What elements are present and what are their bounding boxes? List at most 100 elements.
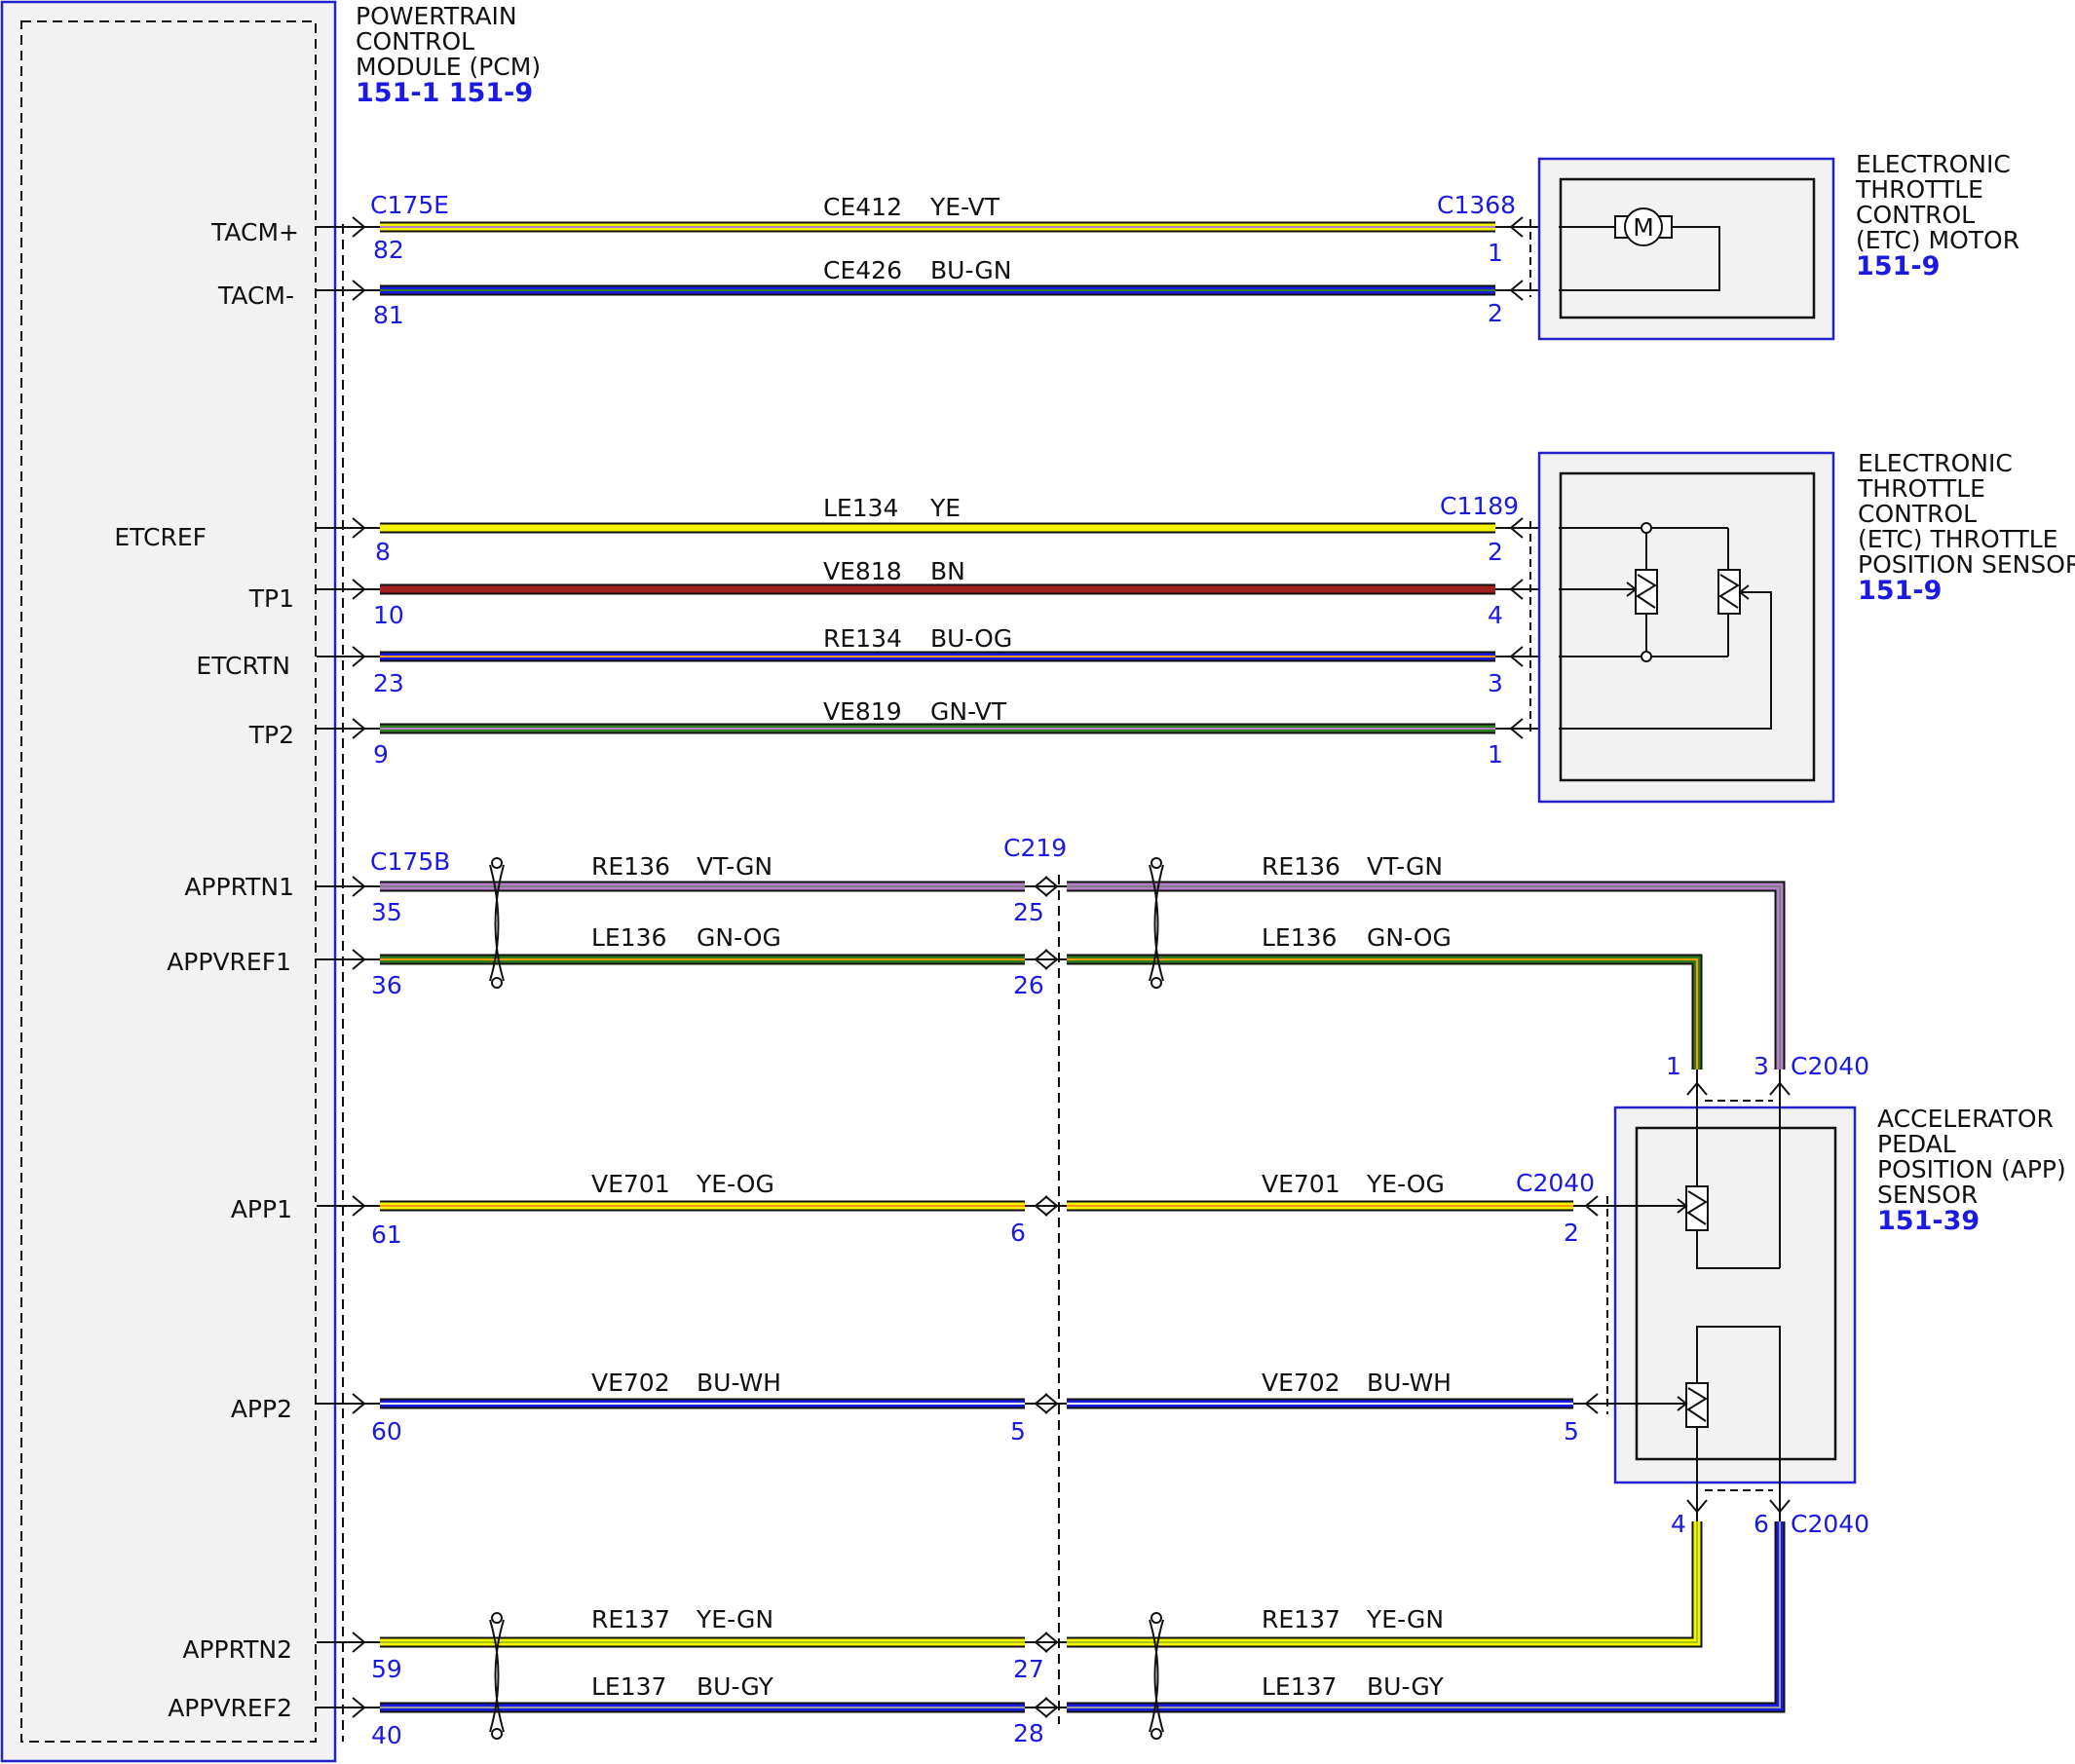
svg-text:4: 4 [1671,1510,1686,1538]
connector-c2040-mid: C2040 [1516,1169,1595,1197]
wire-le137-right [1067,1521,1786,1713]
svg-text:28: 28 [1013,1719,1044,1747]
svg-text:1: 1 [1666,1052,1681,1080]
pcm-pin-etcref: ETCREF [114,523,207,551]
svg-text:VT-GN: VT-GN [1367,852,1443,881]
wire-circuit: CE412 [823,193,902,221]
pcm-pin-labels: TACM+ TACM- ETCREF TP1 ETCRTN TP2 APPRTN… [114,218,299,1722]
svg-text:CONTROL: CONTROL [1856,201,1975,229]
svg-text:VE701: VE701 [591,1170,670,1198]
etc-tps-title: ELECTRONIC THROTTLE CONTROL (ETC) THROTT… [1857,449,2075,606]
svg-text:LE136: LE136 [1262,923,1337,952]
wire-color: BU-GN [930,256,1011,284]
svg-text:GN-OG: GN-OG [1367,923,1452,952]
svg-text:VE702: VE702 [591,1369,670,1397]
svg-text:POSITION SENSOR: POSITION SENSOR [1858,550,2075,579]
svg-text:CONTROL: CONTROL [1858,500,1977,528]
wire-circuit: CE426 [823,256,902,284]
pcm-pin-tp1: TP1 [248,584,294,613]
svg-text:ACCELERATOR: ACCELERATOR [1877,1105,2054,1133]
twisted-pair-icons [489,857,1164,1740]
svg-text:8: 8 [375,538,391,566]
svg-text:36: 36 [371,971,402,999]
svg-text:ELECTRONIC: ELECTRONIC [1858,449,2013,477]
wire-circuit: VE819 [823,697,902,726]
svg-text:YE-OG: YE-OG [696,1170,774,1198]
svg-text:3: 3 [1754,1052,1769,1080]
svg-text:4: 4 [1488,601,1503,629]
svg-text:82: 82 [373,236,404,264]
svg-text:151-1 151-9: 151-1 151-9 [356,78,533,108]
svg-text:81: 81 [373,301,404,329]
pcm-pin-apprtn1: APPRTN1 [184,873,294,901]
svg-text:RE137: RE137 [591,1605,670,1633]
wire-circuit: VE818 [823,557,902,585]
svg-text:1: 1 [1488,239,1503,267]
svg-text:5: 5 [1010,1417,1026,1445]
svg-text:40: 40 [371,1721,402,1749]
svg-text:SENSOR: SENSOR [1877,1181,1978,1209]
connector-c219: C219 [1003,834,1067,862]
svg-text:VE702: VE702 [1262,1369,1340,1397]
svg-text:6: 6 [1010,1219,1026,1247]
svg-text:POWERTRAIN: POWERTRAIN [356,2,517,30]
svg-text:6: 6 [1754,1510,1769,1538]
c2040-pin-numbers: 3 1 2 5 4 6 [1564,1052,1769,1538]
svg-text:LE137: LE137 [591,1672,666,1701]
pcm-pin-app2: APP2 [231,1395,292,1423]
svg-text:3: 3 [1488,669,1503,697]
pcm-module [0,0,344,1763]
svg-text:25: 25 [1013,898,1044,926]
svg-text:POSITION (APP): POSITION (APP) [1877,1155,2066,1183]
svg-text:9: 9 [373,740,389,769]
svg-text:YE-GN: YE-GN [696,1605,773,1633]
pcm-pin-apprtn2: APPRTN2 [182,1635,292,1664]
svg-text:BU-GY: BU-GY [697,1672,774,1701]
svg-text:BU-WH: BU-WH [697,1369,781,1397]
svg-text:59: 59 [371,1655,402,1683]
svg-text:VT-GN: VT-GN [697,852,773,881]
svg-text:151-9: 151-9 [1858,576,1942,606]
svg-text:27: 27 [1013,1655,1044,1683]
wire-re137-right [1067,1521,1703,1648]
svg-text:BU-WH: BU-WH [1367,1369,1452,1397]
app-sensor-title: ACCELERATOR PEDAL POSITION (APP) SENSOR … [1877,1105,2066,1236]
svg-text:35: 35 [371,898,402,926]
svg-text:2: 2 [1488,538,1503,566]
svg-text:(ETC) THROTTLE: (ETC) THROTTLE [1858,525,2057,553]
pcm-pin-app1: APP1 [231,1195,292,1223]
motor-icon [1624,207,1663,246]
top-wire-labels: CE412 YE-VT CE426 BU-GN LE134 YE VE818 B… [823,193,1012,726]
svg-text:2: 2 [1488,299,1503,327]
pcm-terminals [317,216,380,1718]
wire-circuit: RE134 [823,624,902,653]
pcm-pin-tp2: TP2 [248,721,294,749]
svg-text:10: 10 [373,601,404,629]
connector-c175b: C175B [370,847,450,876]
svg-text:PEDAL: PEDAL [1877,1130,1956,1158]
wire-color: BU-OG [930,624,1012,653]
svg-text:RE136: RE136 [1262,852,1340,881]
wire-color: BN [930,557,965,585]
wire-color: GN-VT [930,697,1007,726]
svg-text:THROTTLE: THROTTLE [1855,175,1983,204]
wire-color: YE-VT [929,193,1000,221]
svg-text:ELECTRONIC: ELECTRONIC [1856,150,2011,178]
connector-c2040-top: C2040 [1791,1052,1869,1080]
svg-text:THROTTLE: THROTTLE [1857,474,1985,503]
etc-throttle-position-sensor [1537,451,1835,804]
connector-c2040-bottom: C2040 [1791,1510,1869,1538]
app-sensor [1573,1070,1857,1521]
svg-text:61: 61 [371,1220,402,1249]
connector-c175e: C175E [370,191,449,219]
pcm-pin-appvref1: APPVREF1 [167,948,291,976]
svg-text:YE-GN: YE-GN [1366,1605,1444,1633]
wire-circuit: LE134 [823,494,898,522]
svg-text:CONTROL: CONTROL [356,27,474,56]
pcm-pin-appvref2: APPVREF2 [168,1694,292,1722]
etc-motor-title: ELECTRONIC THROTTLE CONTROL (ETC) MOTOR … [1855,150,2019,281]
svg-text:60: 60 [371,1417,402,1445]
svg-text:LE137: LE137 [1262,1672,1337,1701]
